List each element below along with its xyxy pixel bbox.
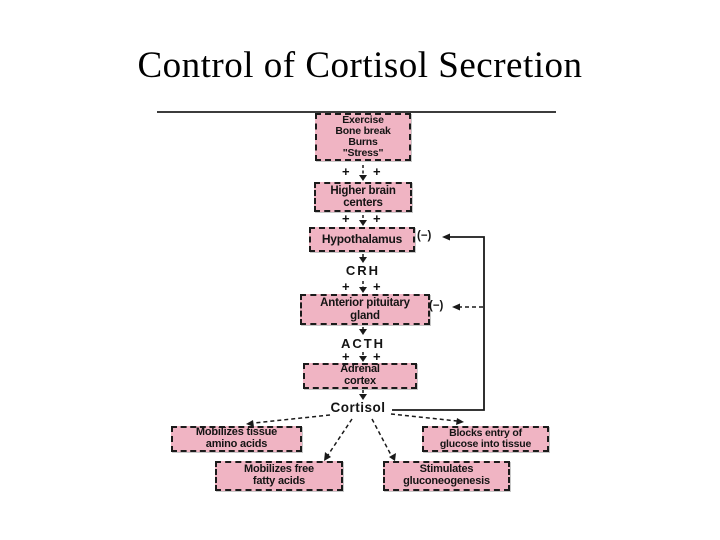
arrow-stress-to-higher — [359, 165, 367, 181]
box-mobilizes-amino-label: Mobilizes tissue amino acids — [195, 426, 278, 450]
box-hypothalamus: Hypothalamus — [309, 227, 415, 252]
box-blocks-glucose-label: Blocks entry of glucose into tissue — [439, 426, 532, 450]
box-higher-brain-label: Higher brain centers — [330, 184, 396, 209]
minus-sign-hypothalamus: (−) — [417, 230, 432, 242]
arrow-hypothalamus-to-crh — [359, 254, 367, 263]
arrow-cortisol-to-fatty — [324, 418, 353, 461]
slide-title: Control of Cortisol Secretion — [137, 45, 583, 86]
box-higher-brain-centers: Higher brain centers — [314, 182, 412, 212]
box-mobilizes-fatty-acids: Mobilizes free fatty acids — [215, 461, 343, 491]
box-stimulates-gluconeogenesis: Stimulates gluconeogenesis — [383, 461, 510, 491]
arrow-cortisol-to-blocks — [390, 413, 464, 425]
box-hypothalamus-label: Hypothalamus — [321, 232, 403, 247]
plus-sign-acth-right: + — [373, 349, 381, 364]
plus-sign-higher-left: + — [342, 211, 350, 226]
plus-sign-crh-left: + — [342, 279, 350, 294]
plus-sign-crh-right: + — [373, 279, 381, 294]
box-blocks-glucose-entry: Blocks entry of glucose into tissue — [422, 426, 549, 452]
plus-sign-stress-right: + — [373, 164, 381, 179]
box-mobilizes-amino-acids: Mobilizes tissue amino acids — [171, 426, 302, 452]
title-divider — [157, 111, 556, 113]
label-cortisol: Cortisol — [330, 400, 386, 415]
box-anterior-pituitary: Anterior pituitary gland — [300, 294, 430, 325]
arrow-crh-to-pituitary — [359, 281, 367, 293]
plus-sign-stress-left: + — [342, 164, 350, 179]
box-adrenal-cortex: Adrenal cortex — [303, 363, 417, 389]
arrow-higher-to-hypothalamus — [359, 215, 367, 226]
box-mobilizes-fatty-label: Mobilizes free fatty acids — [244, 463, 314, 487]
label-crh: CRH — [345, 263, 381, 278]
plus-sign-higher-right: + — [373, 211, 381, 226]
label-acth: ACTH — [340, 336, 386, 351]
box-anterior-pituitary-label: Anterior pituitary gland — [320, 297, 410, 322]
arrow-acth-to-adrenal — [359, 352, 367, 362]
box-adrenal-cortex-label: Adrenal cortex — [340, 363, 380, 387]
box-stress: Exercise Bone break Burns "Stress" — [315, 113, 411, 161]
feedback-line-to-pituitary — [452, 303, 483, 311]
arrow-pituitary-to-acth — [359, 327, 367, 335]
arrow-cortisol-to-gluconeogenesis — [371, 418, 396, 461]
plus-sign-acth-left: + — [342, 349, 350, 364]
box-stress-label: Exercise Bone break Burns "Stress" — [335, 113, 391, 160]
arrow-adrenal-to-cortisol — [359, 390, 367, 400]
box-stimulates-gluconeogenesis-label: Stimulates gluconeogenesis — [403, 463, 490, 487]
minus-sign-pituitary: (−) — [429, 300, 444, 312]
